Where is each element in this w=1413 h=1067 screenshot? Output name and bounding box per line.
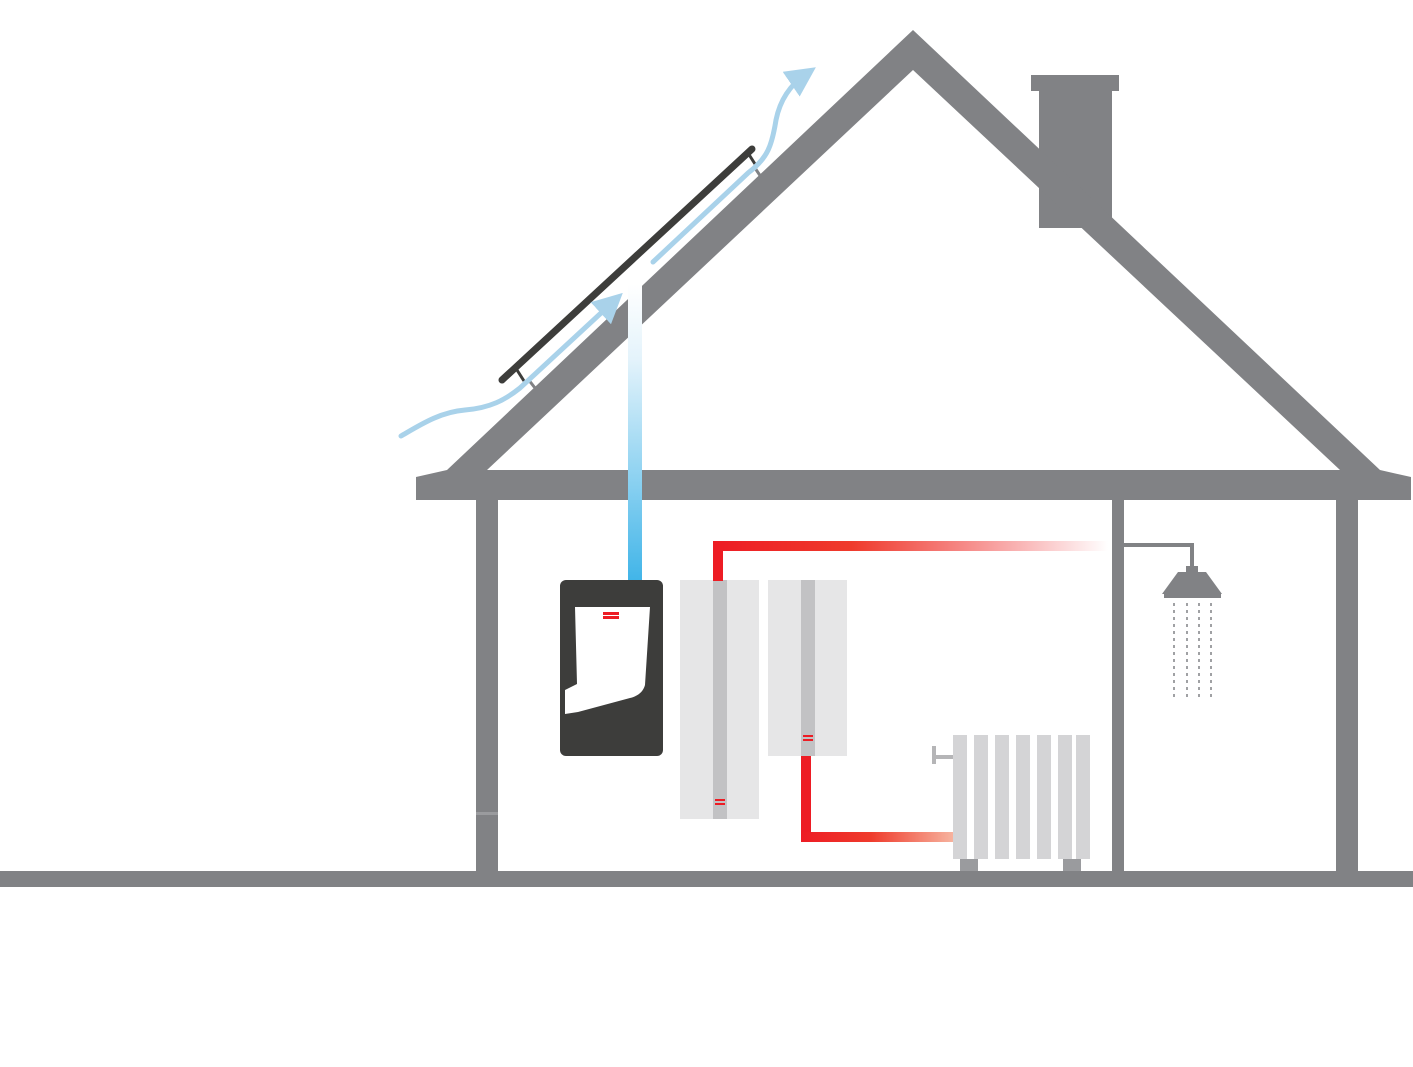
ground-line [0,871,1413,887]
house-beam [416,470,1411,500]
heat-unit-icon [560,580,663,756]
left-wall [476,497,498,873]
storage-tank-right-icon [768,580,847,756]
hot-water-pipe-to-radiator [801,756,956,842]
house-roof [447,30,1380,470]
hot-water-pipe-to-shower [713,541,1108,581]
air-flow-arrows [398,67,816,439]
cold-air-duct [628,284,642,584]
storage-tank-left-icon [680,580,759,819]
shower-icon [1124,543,1222,698]
inner-wall [1112,497,1124,873]
left-wall-joint [476,812,498,815]
right-wall [1336,497,1358,873]
radiator-icon [932,735,1090,871]
